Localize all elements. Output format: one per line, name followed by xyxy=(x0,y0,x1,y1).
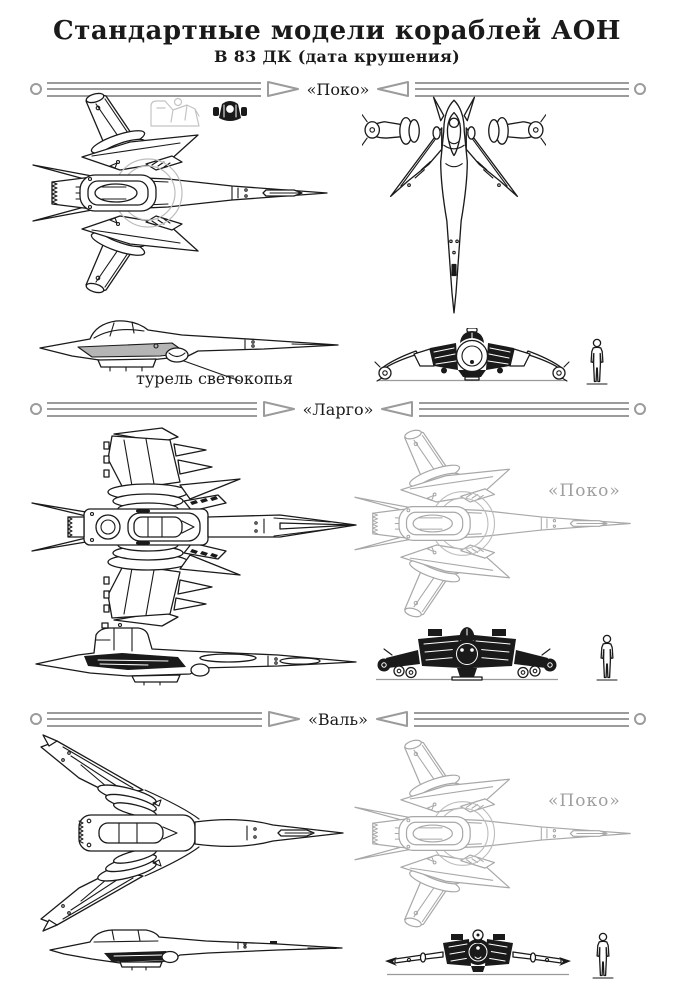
divider-bar xyxy=(415,81,630,97)
divider-bar xyxy=(47,81,261,97)
divider-end-circle-icon xyxy=(30,83,42,95)
poko-vertical-view xyxy=(362,88,546,318)
turret-annotation: турель светокопья xyxy=(136,369,293,388)
divider-arrow-left-icon xyxy=(375,711,408,727)
largo-top-view xyxy=(28,425,363,629)
divider-arrow-right-icon xyxy=(268,711,301,727)
largo-front-view xyxy=(372,624,562,684)
poko-front-view xyxy=(372,328,572,386)
divider-bar xyxy=(47,711,263,727)
section-label-val: «Валь» xyxy=(308,709,368,729)
divider-end-circle-icon xyxy=(30,403,42,415)
val-side-view xyxy=(28,924,358,974)
divider-arrow-right-icon xyxy=(262,401,295,417)
section-label-poko: «Поко» xyxy=(306,79,370,99)
divider-arrow-right-icon xyxy=(266,81,299,97)
divider-end-circle-icon xyxy=(634,83,647,95)
poko-comparison-ghost xyxy=(352,738,652,929)
divider-bar xyxy=(47,401,257,417)
human-scale-figure xyxy=(596,634,618,682)
comparison-label-val: «Поко» xyxy=(548,791,621,811)
comparison-label-largo: «Поко» xyxy=(548,481,621,501)
page-title: Стандартные модели кораблей АОН xyxy=(53,16,621,46)
human-scale-figure xyxy=(592,932,614,980)
poko-comparison-ghost xyxy=(352,428,652,619)
largo-side-view xyxy=(28,620,363,686)
divider-arrow-left-icon xyxy=(377,81,410,97)
section-divider-val: «Валь» xyxy=(30,709,646,729)
divider-arrow-left-icon xyxy=(381,401,414,417)
divider-bar xyxy=(419,401,630,417)
poko-top-view xyxy=(30,91,350,295)
section-divider-poko: «Поко» xyxy=(30,79,647,99)
pilot-top-view-icon xyxy=(213,101,247,121)
section-divider-largo: «Ларго» xyxy=(30,399,647,419)
divider-end-circle-icon xyxy=(634,713,646,725)
divider-bar xyxy=(413,711,630,727)
human-scale-figure xyxy=(586,338,608,386)
val-front-view xyxy=(383,926,573,978)
divider-end-circle-icon xyxy=(634,403,647,415)
val-top-view xyxy=(25,733,355,933)
divider-end-circle-icon xyxy=(30,713,42,725)
cockpit-seat-sketch-icon xyxy=(150,97,200,127)
page-subtitle: В 83 ДК (дата крушения) xyxy=(214,47,460,66)
section-label-largo: «Ларго» xyxy=(302,399,374,419)
